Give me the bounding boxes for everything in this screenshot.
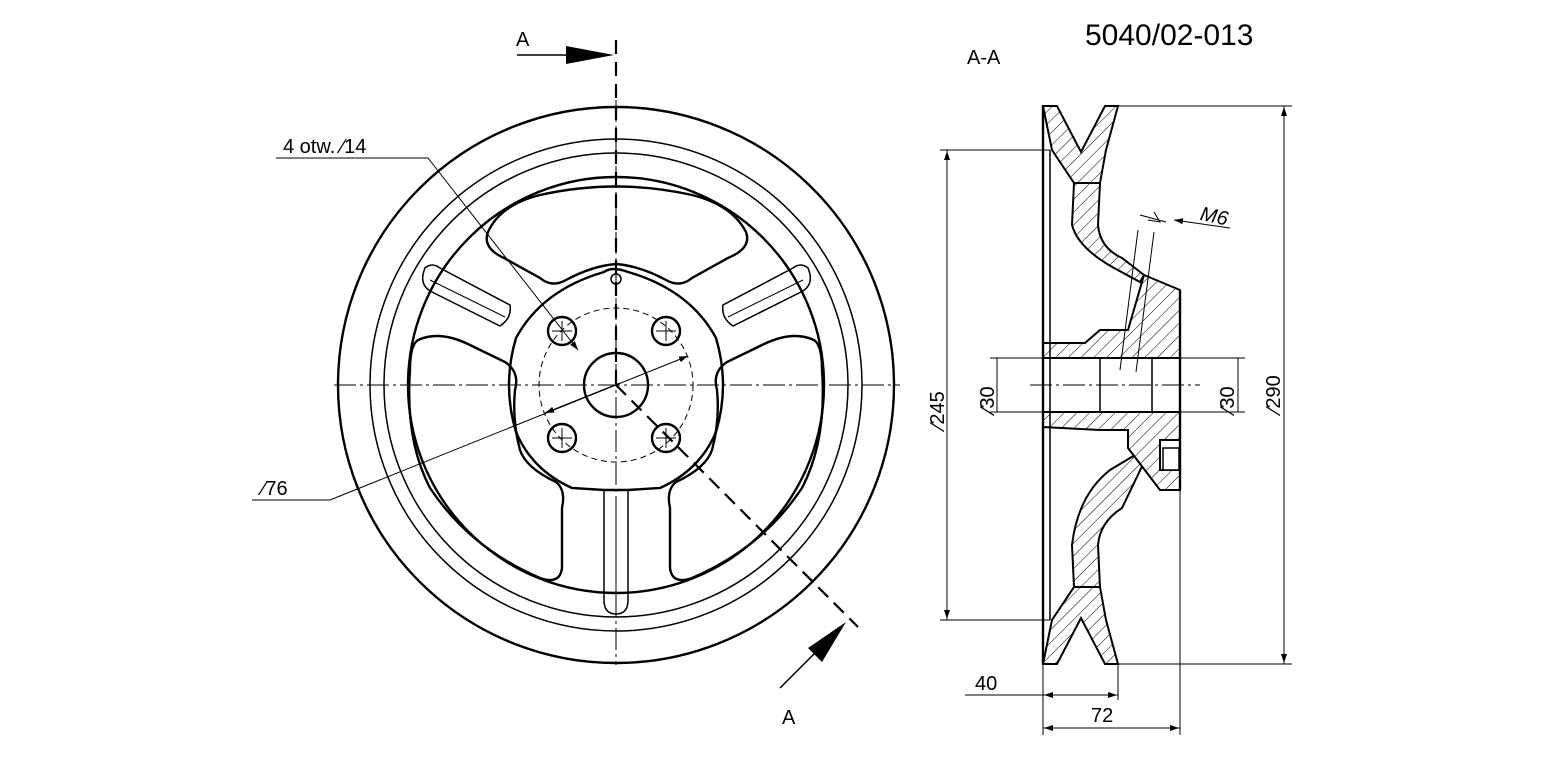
dim-bore-right: ∕30 (1217, 386, 1239, 417)
bolt-hole-bl (546, 422, 578, 454)
dim-total-width: 72 (1091, 705, 1113, 727)
set-screw (1162, 447, 1180, 471)
cut-marker-bottom: A (782, 707, 796, 729)
spoke-upper-right (721, 264, 812, 327)
cut-marker-top: A (516, 29, 530, 51)
bolt-hole-tr (650, 315, 682, 347)
cut-line-diagonal (615, 384, 859, 628)
section-view: A-A 5040/02-013 M6 (927, 19, 1292, 735)
dim-groove-diameter: ∕245 (927, 391, 949, 433)
upper-rim-section (1041, 105, 1120, 184)
section-label: A-A (967, 47, 1001, 69)
cut-arrow-bottom (808, 622, 846, 662)
drawing-number: 5040/02-013 (1085, 19, 1254, 52)
front-view: A A 4 otw. ∕14 ∕76 (252, 29, 900, 729)
bolt-hole-br (650, 422, 682, 454)
cut-arrow-top (566, 46, 614, 64)
window-left (407, 334, 565, 582)
hub-outline (507, 267, 725, 492)
dim-bore-left: ∕30 (977, 386, 999, 417)
bolt-circle-dim: ∕76 (257, 478, 288, 500)
holes-callout: 4 otw. ∕14 (283, 136, 366, 158)
spoke-upper-left (421, 264, 512, 327)
lower-rim-section (1041, 586, 1120, 665)
hub-section (1042, 273, 1181, 359)
dim-rim-width: 40 (975, 673, 997, 695)
window-top (485, 185, 749, 285)
dim-outer-diameter: ∕290 (1263, 375, 1285, 417)
lower-web (1070, 450, 1148, 588)
thread-callout: M6 (1198, 203, 1231, 230)
bolt-hole-tl (546, 315, 578, 347)
window-right (667, 334, 825, 582)
